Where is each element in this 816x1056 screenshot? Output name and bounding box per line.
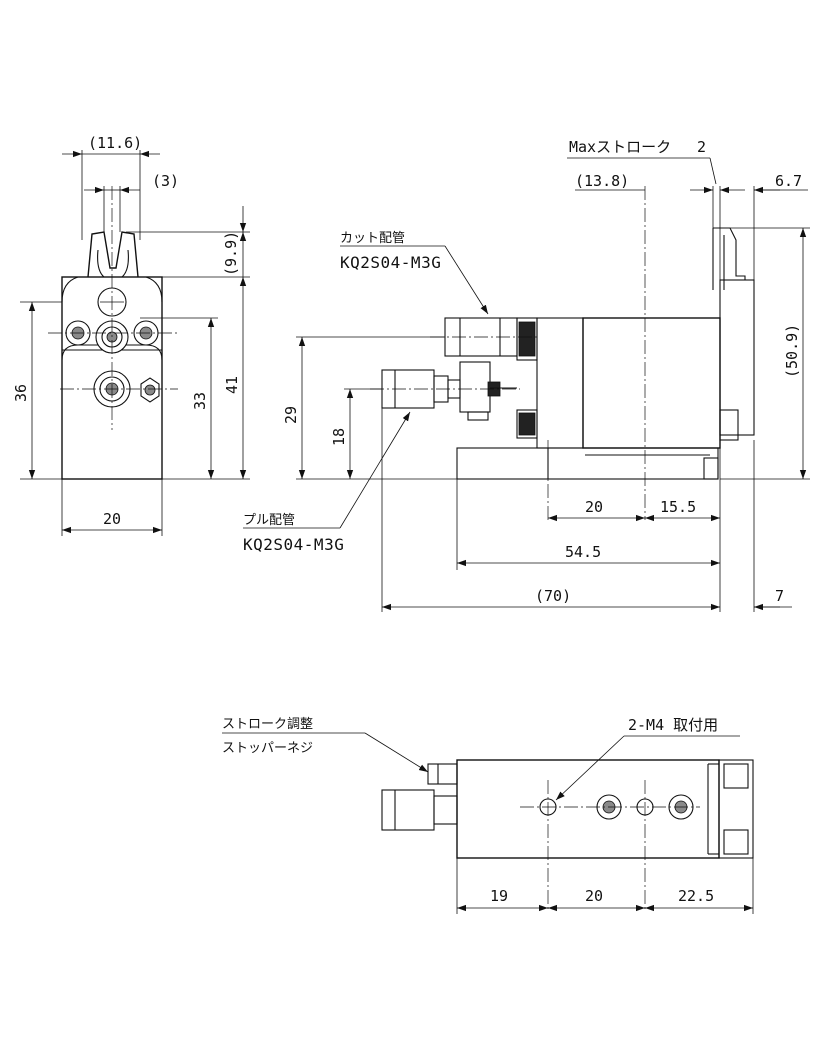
side-pull-piping-part: KQ2S04-M3G: [243, 535, 344, 554]
bottom-dim-19: 19: [490, 887, 508, 905]
front-dim-slot: (3): [152, 172, 179, 190]
side-max-stroke-value: 2: [697, 138, 706, 156]
side-dim-29: 29: [282, 406, 300, 424]
front-dim-jaw: (9.9): [222, 231, 240, 276]
front-dim-top-width: (11.6): [88, 134, 142, 152]
side-max-stroke-label: Maxストローク: [569, 138, 671, 156]
front-dim-36: 36: [12, 384, 30, 402]
side-cylinder-body: [582, 317, 721, 449]
side-jaw: [713, 227, 746, 280]
front-dim-width-20: 20: [103, 510, 121, 528]
front-dim-33: 33: [191, 392, 209, 410]
front-jaw-outline: [87, 231, 139, 278]
side-dim-20: 20: [585, 498, 603, 516]
side-dim-50-9: (50.9): [783, 324, 801, 378]
side-head-block: [536, 317, 584, 449]
side-pull-piping-label: プル配管: [243, 513, 295, 528]
side-base-plate: [456, 447, 719, 480]
bottom-stopper-screw: [427, 763, 458, 785]
side-dim-18: 18: [330, 428, 348, 446]
side-dim-70: (70): [535, 587, 571, 605]
bottom-fitting: [381, 789, 435, 831]
side-dim-6-7: 6.7: [775, 172, 802, 190]
bottom-view: ストローク調整 ストッパーネジ 2-M4 取付用 19 20 22.5: [222, 716, 754, 914]
side-cut-piping-label: カット配管: [340, 231, 405, 246]
side-end-cap: [719, 279, 755, 436]
bottom-dim-22-5: 22.5: [678, 887, 714, 905]
front-view: (11.6) (3) (9.9) 36 33 41 20: [12, 134, 250, 536]
side-cut-piping-part: KQ2S04-M3G: [340, 253, 441, 272]
bottom-dim-20: 20: [585, 887, 603, 905]
side-dim-13-8: (13.8): [575, 172, 629, 190]
bottom-stopper-screw-label: ストッパーネジ: [222, 741, 313, 756]
side-view: カット配管 KQ2S04-M3G プル配管 KQ2S04-M3G Maxストロー…: [243, 138, 810, 612]
bottom-end-cap: [718, 759, 754, 859]
bottom-mount-label: 2-M4 取付用: [628, 716, 718, 734]
front-dim-41: 41: [223, 376, 241, 394]
side-dim-7: 7: [775, 587, 784, 605]
bottom-stroke-adjust-label: ストローク調整: [222, 717, 313, 732]
side-dim-15-5: 15.5: [660, 498, 696, 516]
side-dim-54-5: 54.5: [565, 543, 601, 561]
